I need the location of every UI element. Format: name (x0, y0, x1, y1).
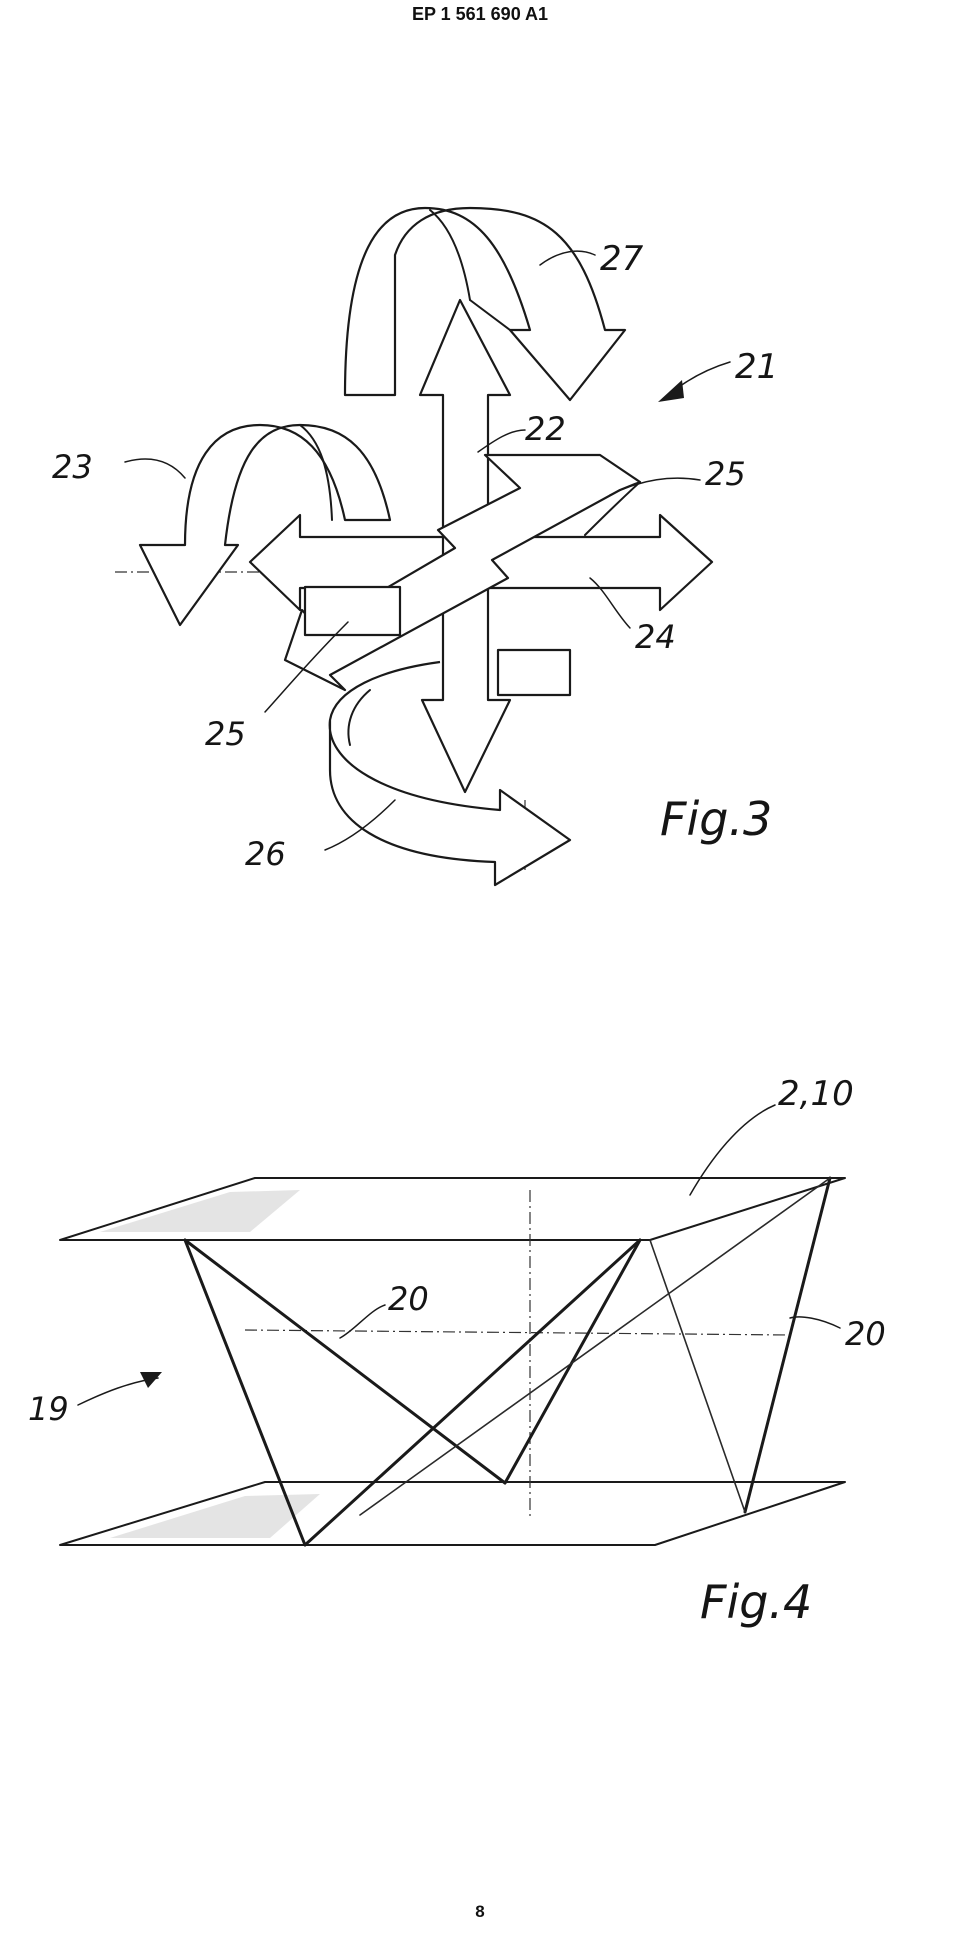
label-25b: 25 (205, 715, 246, 753)
strut-1 (183, 1238, 307, 1547)
label-2-10: 2,10 (778, 1074, 854, 1114)
rotation-arrow-27-inner-fold (469, 299, 511, 331)
translation-arrow-25-tab (303, 585, 402, 637)
bottom-plate-shading (110, 1494, 320, 1538)
spiral-arrow-26-inner (347, 689, 371, 746)
leader-22 (477, 429, 526, 453)
figure-3 (115, 206, 731, 887)
label-20b: 20 (845, 1315, 886, 1353)
leader-24 (589, 577, 631, 629)
label-20a: 20 (388, 1280, 429, 1318)
spiral-arrow-26-tab (496, 648, 572, 697)
fig4-center-line (244, 1329, 791, 1336)
strut-5 (743, 1176, 832, 1514)
rotation-arrow-23-inner-fold (299, 424, 333, 521)
label-19: 19 (28, 1390, 69, 1428)
leader-20b (789, 1316, 841, 1329)
strut-4 (503, 1238, 642, 1485)
label-21: 21 (735, 347, 778, 387)
strut-2 (183, 1238, 507, 1485)
leader-27 (539, 250, 596, 266)
top-plate-shading (100, 1190, 300, 1232)
label-23: 23 (52, 448, 93, 486)
bottom-plate (59, 1481, 846, 1546)
top-plate (59, 1177, 846, 1241)
leader-20a (339, 1304, 386, 1339)
spiral-arrow-26 (328, 660, 572, 887)
strut-6 (649, 1239, 746, 1513)
page-number: 8 (475, 1902, 485, 1921)
label-22: 22 (525, 410, 566, 448)
label-24: 24 (635, 618, 676, 656)
strut-3 (303, 1238, 642, 1547)
leader-21-arrowhead (658, 380, 684, 402)
leader-25a (609, 477, 701, 496)
fig3-caption: Fig.3 (660, 792, 772, 846)
label-27: 27 (600, 239, 644, 279)
leader-25b (264, 621, 349, 713)
leader-2-10 (689, 1104, 776, 1196)
document-header: EP 1 561 690 A1 (411, 4, 549, 24)
leader-23 (124, 458, 186, 479)
rotation-arrow-27-inner-curve (429, 209, 471, 301)
rotation-arrow-23 (138, 423, 392, 627)
translation-arrow-25-fold (584, 481, 641, 536)
label-25a: 25 (705, 455, 746, 493)
leader-26 (324, 799, 396, 851)
figure-4 (59, 1104, 846, 1547)
label-26: 26 (245, 835, 286, 873)
strut-7 (359, 1177, 831, 1516)
fig4-caption: Fig.4 (700, 1575, 812, 1629)
leader-19-arrowhead (140, 1372, 162, 1388)
